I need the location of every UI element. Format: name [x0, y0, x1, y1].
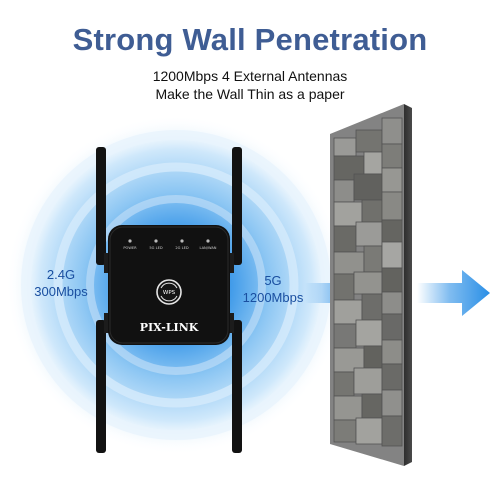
band-2g-name: 2.4G — [46, 267, 76, 282]
antenna-top-left — [96, 147, 106, 265]
band-5g-speed: 1200Mbps — [242, 290, 304, 305]
antenna-top-right — [232, 147, 242, 265]
stone-wall — [330, 104, 412, 466]
band-5g-label: 5G 1200Mbps — [233, 272, 313, 306]
wifi-extender: POWER 5G LED 2G LED LAN/WAN WPS PIX-LINK — [96, 147, 242, 453]
band-5g-name: 5G — [264, 273, 282, 288]
brand-logo: PIX-LINK — [140, 321, 199, 334]
subheadline: 1200Mbps 4 External Antennas Make the Wa… — [0, 67, 500, 103]
band-2g-label: 2.4G 300Mbps — [26, 266, 96, 300]
antenna-bottom-left — [96, 320, 106, 453]
subheadline-line-1: 1200Mbps 4 External Antennas — [152, 68, 348, 84]
band-2g-speed: 300Mbps — [34, 284, 88, 299]
led-label-power: POWER — [123, 246, 137, 250]
headline: Strong Wall Penetration — [72, 22, 428, 57]
antenna-bottom-right — [232, 320, 242, 453]
arrow-right-icon — [417, 270, 490, 316]
subheadline-line-2: Make the Wall Thin as a paper — [155, 86, 345, 102]
wps-label: WPS — [163, 290, 176, 296]
led-label-2g: 2G LED — [175, 246, 188, 250]
led-5g — [154, 239, 158, 243]
led-label-lanwan: LAN/WAN — [200, 246, 217, 250]
led-lanwan — [206, 239, 210, 243]
led-power — [128, 239, 132, 243]
led-2g — [180, 239, 184, 243]
led-label-5g: 5G LED — [149, 246, 162, 250]
